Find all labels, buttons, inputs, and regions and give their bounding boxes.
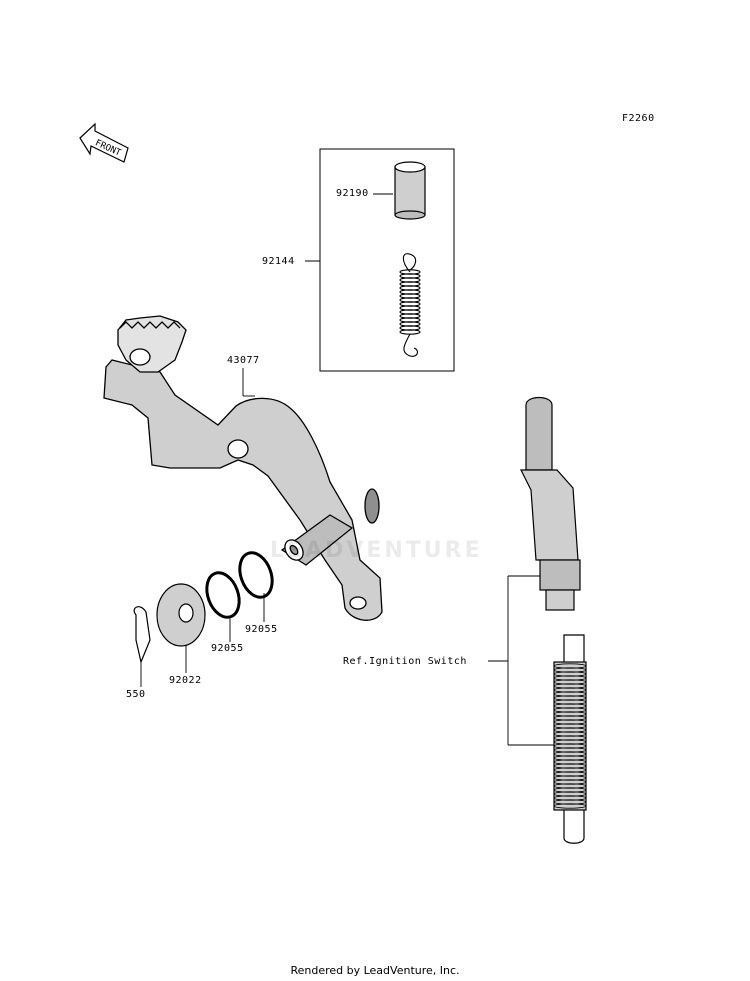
brake-pedal-43077 [103,315,383,621]
leader-lines [140,368,556,746]
ignition-spring-coils [553,663,587,809]
washer-92022 [156,583,206,647]
watermark: LEADVENTURE [270,538,483,563]
part-label-92190[interactable]: 92190 [336,188,369,199]
ref-ignition-switch-label[interactable]: Ref.Ignition Switch [343,656,467,667]
part-label-92055-left[interactable]: 92055 [211,643,244,654]
footer-credit: Rendered by LeadVenture, Inc. [290,964,460,977]
return-spring [399,253,421,357]
part-label-92022[interactable]: 92022 [169,675,202,686]
part-label-92055-right[interactable]: 92055 [245,624,278,635]
part-label-550[interactable]: 550 [126,689,146,700]
o-rings-92055 [205,551,274,619]
front-arrow-icon: FRONT [79,122,129,163]
cotter-pin-550 [133,606,151,664]
part-label-92144[interactable]: 92144 [262,256,295,267]
spring-kit-box [305,148,455,372]
collar-92190 [394,161,426,220]
figure-code: F2260 [622,113,655,124]
part-label-43077[interactable]: 43077 [227,355,260,366]
